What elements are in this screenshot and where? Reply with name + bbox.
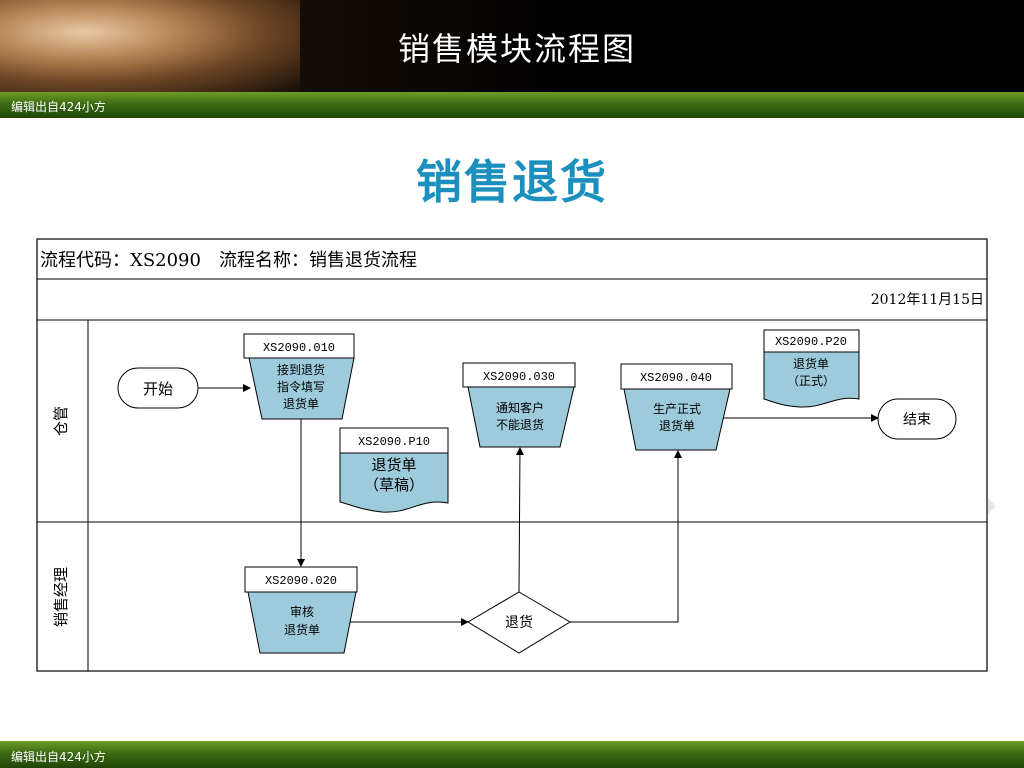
step-040-line1: 生产正式 xyxy=(653,402,701,416)
step-030-line1: 通知客户 xyxy=(496,400,544,415)
step-010-line2: 指令填写 xyxy=(277,379,325,394)
doc-p20-code: XS2090.P20 xyxy=(775,335,847,349)
doc-xs2090-p10: XS2090.P10 退货单 （草稿） xyxy=(339,427,449,513)
faint-arrow-icon xyxy=(988,498,996,514)
start-node: 开始 xyxy=(117,367,199,409)
process-name-label: 流程名称：销售退货流程 xyxy=(219,250,417,271)
step-xs2090-020: XS2090.020 审核 退货单 xyxy=(244,566,358,654)
top-band-text: 编辑出自424小方 xyxy=(11,100,106,114)
date-label: 2012年11月15日 xyxy=(871,292,984,308)
doc-p20-line1: 退货单 xyxy=(793,356,829,371)
step-xs2090-010: XS2090.010 接到退货 指令填写 退货单 xyxy=(243,333,355,420)
end-node: 结束 xyxy=(877,398,957,440)
doc-p20-line2: （正式） xyxy=(787,374,835,388)
decision-label: 退货 xyxy=(505,614,533,631)
section-title: 销售退货 xyxy=(416,155,608,209)
lane-label-warehouse: 仓管 xyxy=(52,406,70,436)
decision-node: 退货 xyxy=(467,591,571,654)
step-010-line3: 退货单 xyxy=(283,396,319,411)
step-020-line2: 退货单 xyxy=(284,622,320,637)
step-030-code: XS2090.030 xyxy=(483,370,555,384)
doc-xs2090-p20: XS2090.P20 退货单 （正式） xyxy=(763,329,860,408)
start-label: 开始 xyxy=(143,380,173,398)
bottom-band: 编辑出自424小方 xyxy=(0,741,1024,768)
step-010-code: XS2090.010 xyxy=(263,341,335,355)
step-010-line1: 接到退货 xyxy=(277,362,325,377)
step-030-line2: 不能退货 xyxy=(496,417,544,432)
step-020-line1: 审核 xyxy=(290,604,314,619)
header-photo xyxy=(0,0,300,92)
doc-p10-line1: 退货单 xyxy=(371,456,416,474)
step-xs2090-040: XS2090.040 生产正式 退货单 xyxy=(620,363,733,451)
connectors xyxy=(198,384,879,626)
doc-p10-code: XS2090.P10 xyxy=(358,435,430,449)
step-040-code: XS2090.040 xyxy=(640,371,712,385)
page-title: 销售模块流程图 xyxy=(397,30,636,68)
step-xs2090-030: XS2090.030 通知客户 不能退货 xyxy=(462,362,576,448)
step-020-code: XS2090.020 xyxy=(265,574,337,588)
step-040-line2: 退货单 xyxy=(659,418,695,433)
doc-p10-line2: （草稿） xyxy=(364,476,424,494)
header-banner: 销售模块流程图 xyxy=(0,0,1024,92)
lane-label-sales-manager: 销售经理 xyxy=(52,567,70,627)
end-label: 结束 xyxy=(903,412,931,428)
process-code-label: 流程代码：XS2090 xyxy=(40,250,201,271)
bottom-band-text: 编辑出自424小方 xyxy=(11,750,106,764)
top-band: 编辑出自424小方 xyxy=(0,92,1024,118)
